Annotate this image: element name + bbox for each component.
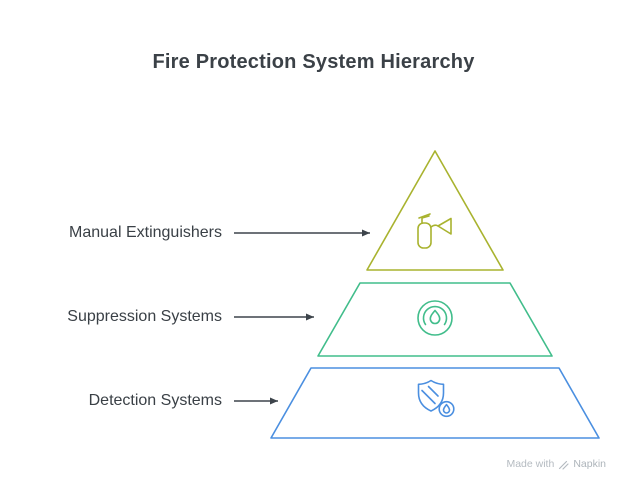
tier-label-manual-extinguishers: Manual Extinguishers: [69, 224, 222, 241]
tier-shape-manual-extinguishers: [366, 150, 504, 271]
tier-shape-detection-systems: [270, 367, 600, 439]
watermark-brand: Napkin: [573, 458, 606, 470]
tier-shape-suppression-systems: [317, 282, 553, 357]
fire-extinguisher-icon: [417, 213, 452, 249]
napkin-logo-icon: [559, 460, 569, 470]
page-title: Fire Protection System Hierarchy: [152, 51, 475, 73]
tier-label-suppression-systems: Suppression Systems: [67, 308, 222, 325]
watermark: Made with Napkin: [506, 458, 606, 470]
tier-label-detection-systems: Detection Systems: [88, 392, 222, 409]
shield-flame-icon: [417, 379, 455, 418]
flame-circle-icon: [417, 300, 453, 336]
watermark-text: Made with: [506, 458, 555, 470]
